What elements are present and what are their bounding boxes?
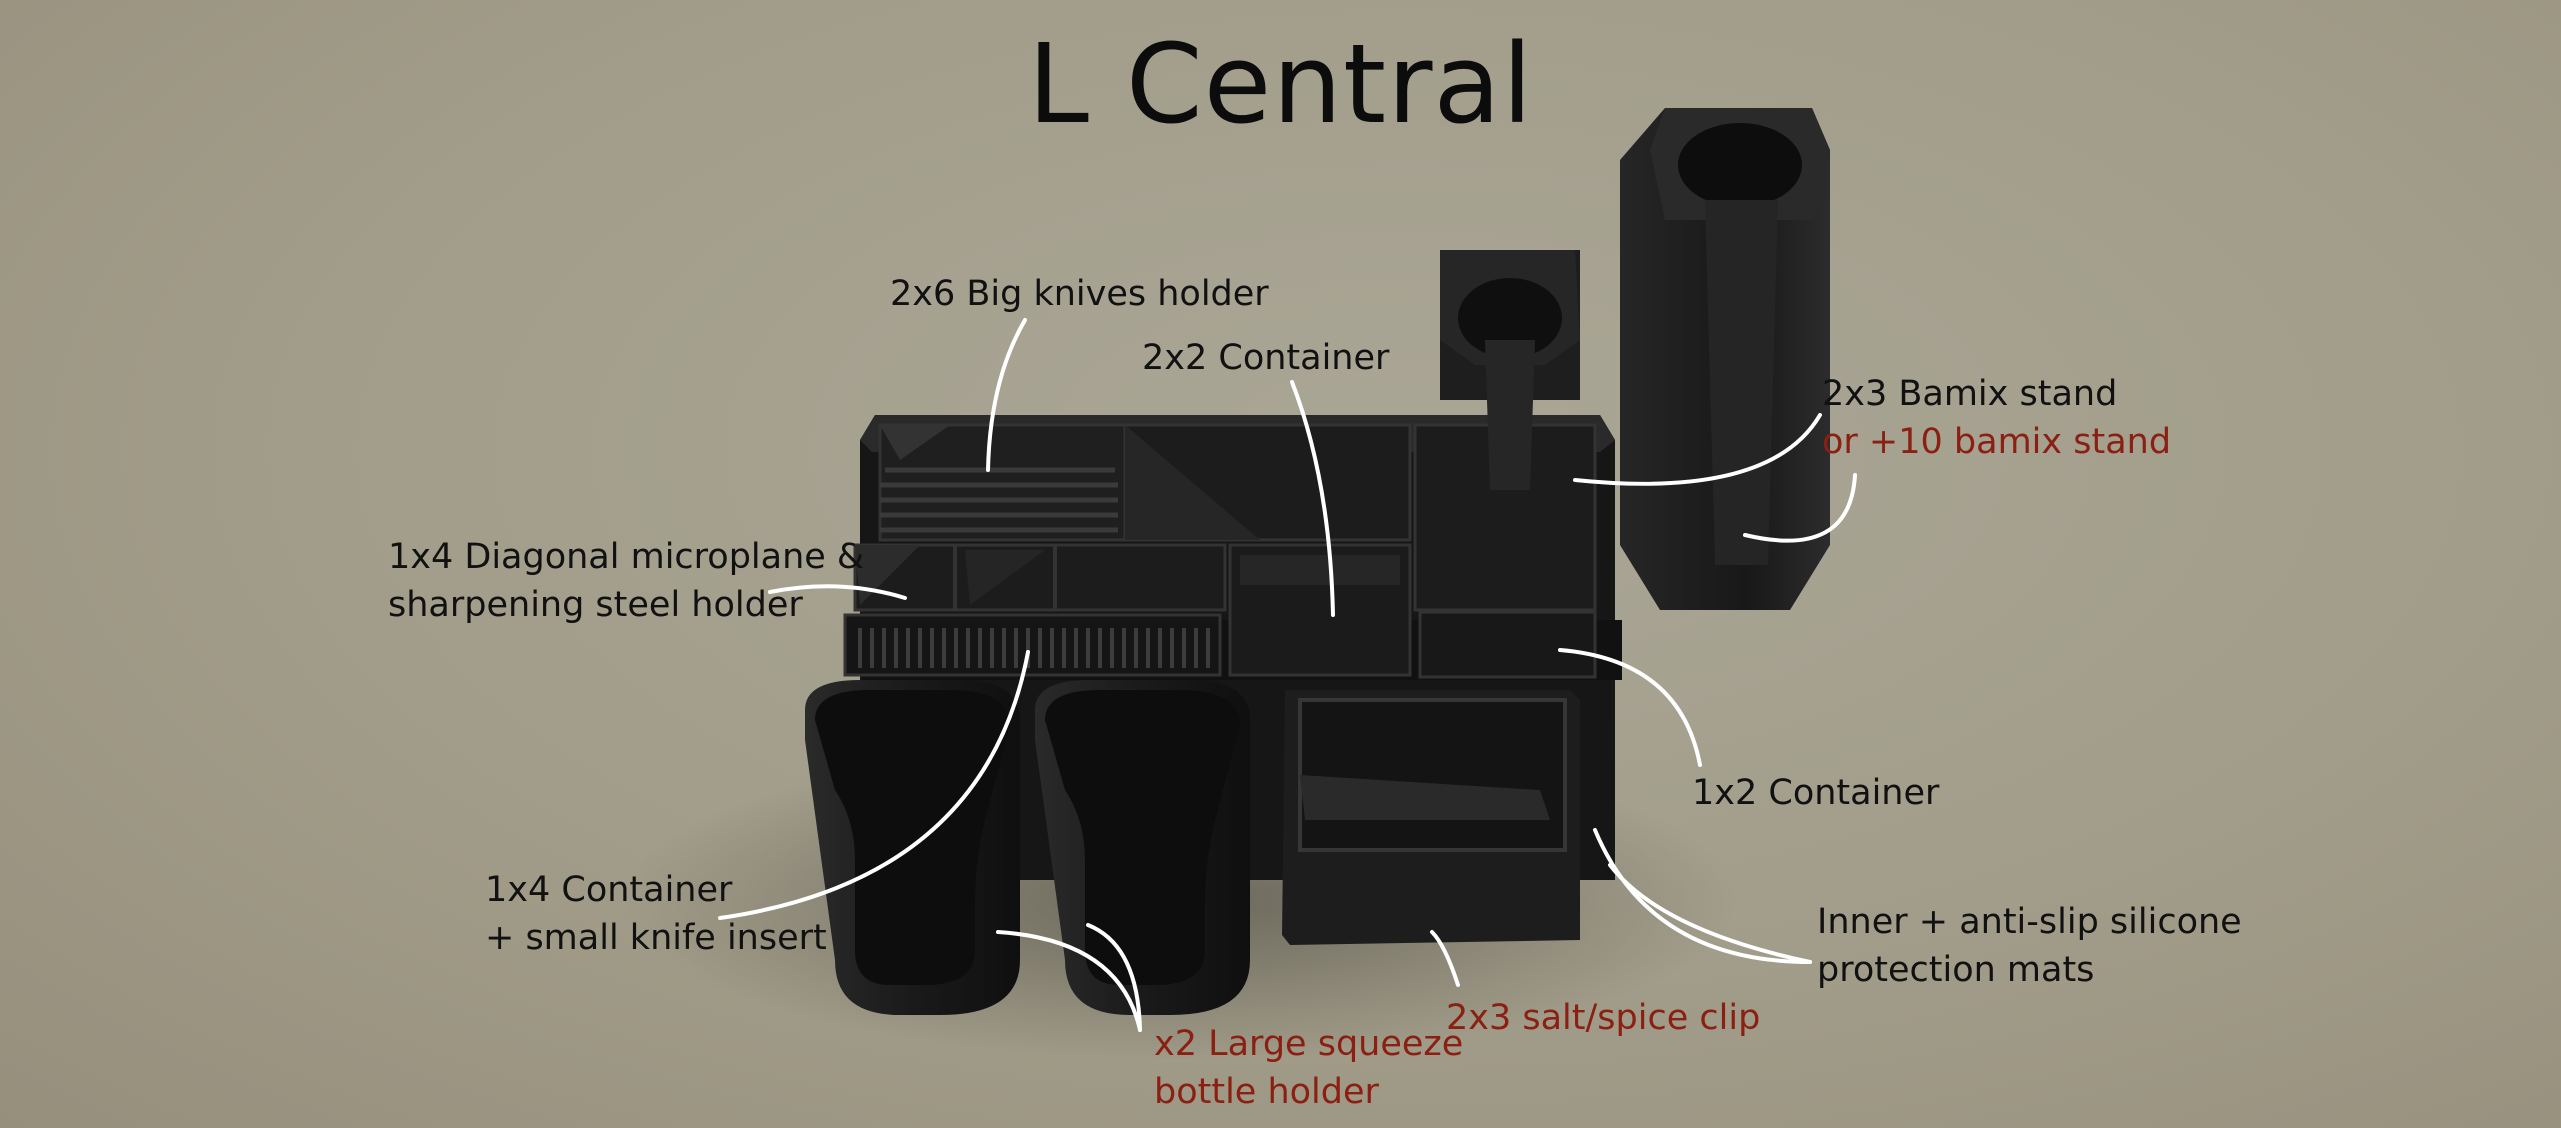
label-squeeze-bottle-holder: x2 Large squeeze bottle holder [1154,1020,1463,1116]
leader-mats-b [1608,863,1812,964]
callout-lines [718,318,1857,1032]
big-knives-holder [878,423,1127,542]
page-title: L Central [1027,20,1534,148]
leader-1x2 [1558,648,1702,767]
label-squeeze-line2: bottle holder [1154,1072,1379,1112]
leader-squeeze-a [996,930,1142,1032]
salt-spice-clip [1282,690,1580,945]
label-mats-line1: Inner + anti-slip silicone [1817,902,2242,942]
label-mats-line2: protection mats [1817,950,2095,990]
label-container-1x4-line1: 1x4 Container [485,870,733,910]
label-container-1x2: 1x2 Container [1692,773,1940,813]
container-1x2 [1418,610,1597,679]
leader-bamix-tall [1743,473,1857,543]
container-2x2-center [1228,543,1412,677]
label-salt-spice-clip: 2x3 salt/spice clip [1446,998,1761,1038]
diagonal-holder [853,543,1227,612]
squeeze-bottle-holder-right [1035,680,1250,1015]
label-container-1x4: 1x4 Container + small knife insert [485,866,827,962]
label-container-2x2: 2x2 Container [1142,338,1390,378]
label-bamix: 2x3 Bamix stand or +10 bamix stand [1822,370,2171,466]
label-diagonal-line1: 1x4 Diagonal microplane & [388,537,865,577]
leader-squeeze-b [1086,923,1142,1032]
bamix-compartment [1413,250,1597,612]
label-diagonal-line2: sharpening steel holder [388,585,803,625]
leader-salt [1430,930,1460,987]
leader-diagonal [768,584,907,600]
label-squeeze-line1: x2 Large squeeze [1154,1024,1464,1064]
leader-mats-a [1593,828,1812,964]
label-protection-mats: Inner + anti-slip silicone protection ma… [1817,898,2242,994]
leader-1x4 [718,650,1030,920]
label-container-1x4-line2: + small knife insert [485,918,827,958]
label-bamix-line1: 2x3 Bamix stand [1822,374,2118,414]
leader-big-knives [986,318,1027,472]
label-big-knives: 2x6 Big knives holder [890,274,1269,314]
label-diagonal-holder: 1x4 Diagonal microplane & sharpening ste… [388,533,864,629]
leader-2x2 [1290,380,1335,617]
label-bamix-line2: or +10 bamix stand [1822,422,2172,462]
bamix-tall-stand [1620,108,1830,610]
leader-bamix-short [1573,413,1822,486]
container-1x4 [843,613,1222,677]
container-2x2-top [1123,423,1412,542]
